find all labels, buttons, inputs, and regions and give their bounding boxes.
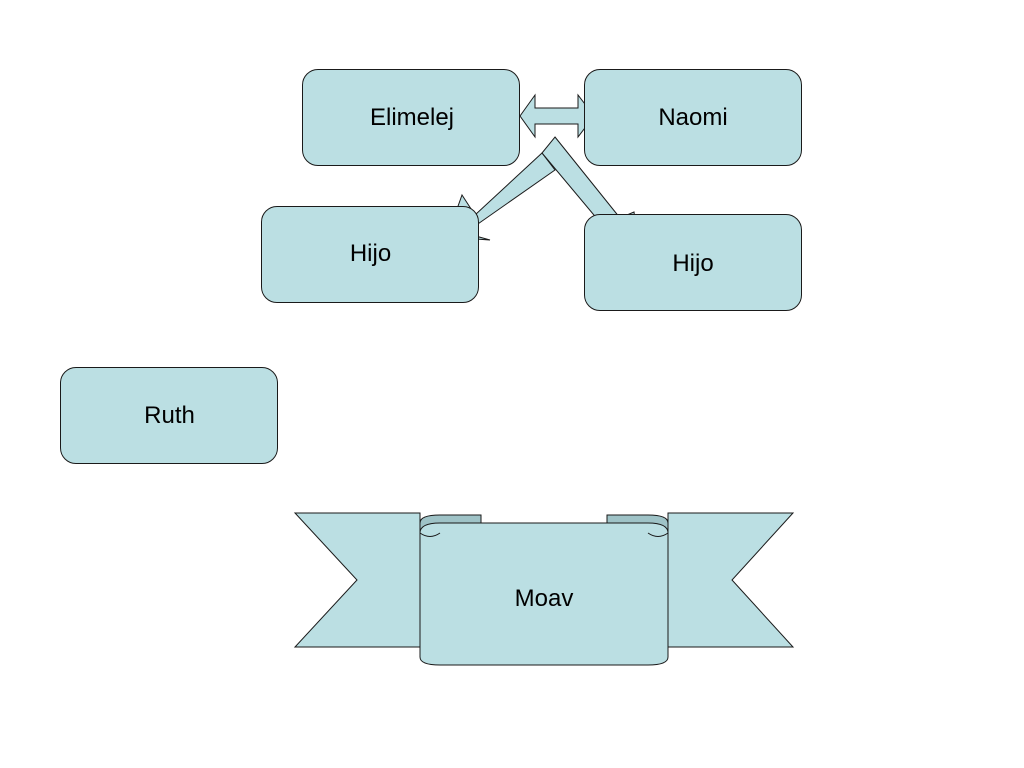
banner-main-panel xyxy=(419,522,669,666)
banner-left-curl xyxy=(419,532,441,537)
banner-right-tail xyxy=(667,512,795,648)
banner-right-curl xyxy=(647,532,669,537)
marriage-double-arrow xyxy=(519,93,595,139)
node-naomi: Naomi xyxy=(584,69,802,166)
moav-banner-shape xyxy=(293,512,795,666)
node-hijo-left-label: Hijo xyxy=(349,239,392,267)
node-ruth-label: Ruth xyxy=(144,401,195,429)
banner-moav-label: Moav xyxy=(514,585,574,612)
banner-left-tail xyxy=(293,512,421,648)
node-ruth: Ruth xyxy=(60,367,278,464)
node-hijo-right: Hijo xyxy=(584,214,802,311)
node-hijo-left: Hijo xyxy=(261,206,479,303)
node-elimelej: Elimelej xyxy=(302,69,520,166)
banner-moav: Moav xyxy=(420,533,668,665)
node-hijo-right-label: Hijo xyxy=(672,249,714,277)
node-elimelej-label: Elimelej xyxy=(369,103,455,131)
node-naomi-label: Naomi xyxy=(658,103,728,131)
